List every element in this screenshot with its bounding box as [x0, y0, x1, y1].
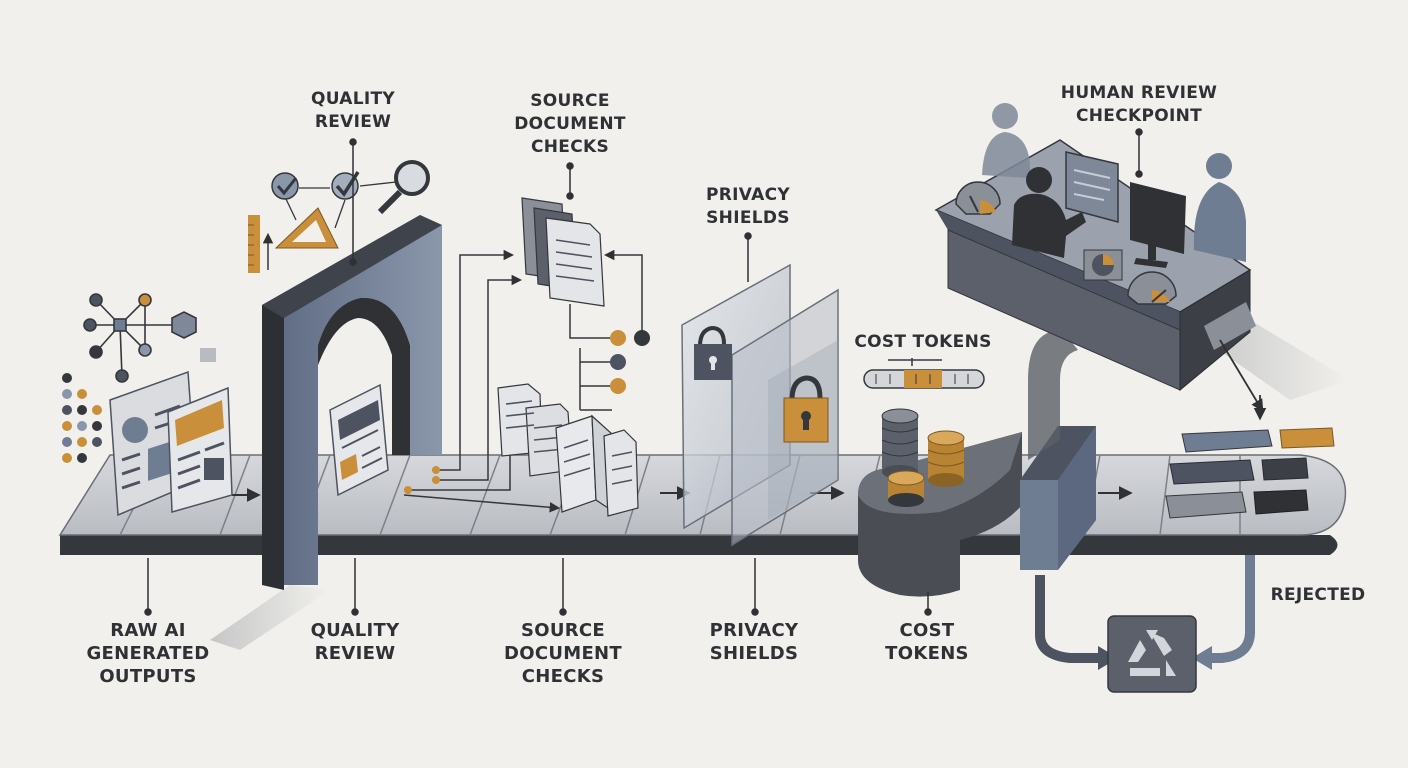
recycle-icon [1107, 615, 1197, 693]
label-quality-review-top: QUALITY REVIEW [310, 89, 396, 132]
magnifier-icon [377, 160, 430, 215]
padlock-gold-icon [783, 375, 829, 443]
label-quality-review-bottom: QUALITY REVIEW [310, 620, 400, 664]
ruler-icon [248, 215, 260, 273]
document-stack-icon [521, 197, 605, 307]
cost-meter-bar [863, 358, 985, 389]
sorting-pillar [1020, 330, 1096, 570]
checkmark-icon [276, 177, 298, 196]
padlock-icon [694, 325, 732, 380]
quality-tools-icons [248, 160, 430, 273]
source-documents-on-belt [497, 383, 639, 517]
document-in-gate [329, 383, 389, 497]
monitor-icon [1065, 151, 1186, 268]
label-cost-tokens-top: COST TOKENS [854, 332, 992, 352]
source-status-dots [610, 330, 650, 394]
label-rejected: REJECTED [1270, 585, 1366, 605]
source-flow-lines [403, 249, 643, 513]
label-cost-tokens-bottom: COST TOKENS [885, 620, 969, 664]
dot-grid [62, 373, 102, 463]
label-privacy-shields-bottom: PRIVACY SHIELDS [709, 620, 799, 664]
network-icon [83, 293, 216, 383]
quality-review-gate [262, 215, 442, 590]
person-icon [982, 103, 1246, 262]
label-raw-ai-generated-outputs: RAW AI GENERATED OUTPUTS [86, 620, 210, 687]
approved-output-blocks [1165, 427, 1335, 519]
label-human-review-checkpoint-top: HUMAN REVIEW CHECKPOINT [1060, 83, 1218, 126]
reject-flow [1035, 555, 1255, 670]
gauge-icon [955, 181, 1177, 305]
raw-output-cards [109, 370, 233, 517]
label-source-document-checks-bottom: SOURCE DOCUMENT CHECKS [503, 620, 623, 687]
label-source-document-checks-top: SOURCE DOCUMENT CHECKS [514, 91, 626, 157]
human-review-station [934, 139, 1267, 421]
coin-stack-icon [881, 408, 965, 507]
leader-lines [144, 128, 1143, 616]
label-privacy-shields-top: PRIVACY SHIELDS [706, 185, 790, 228]
